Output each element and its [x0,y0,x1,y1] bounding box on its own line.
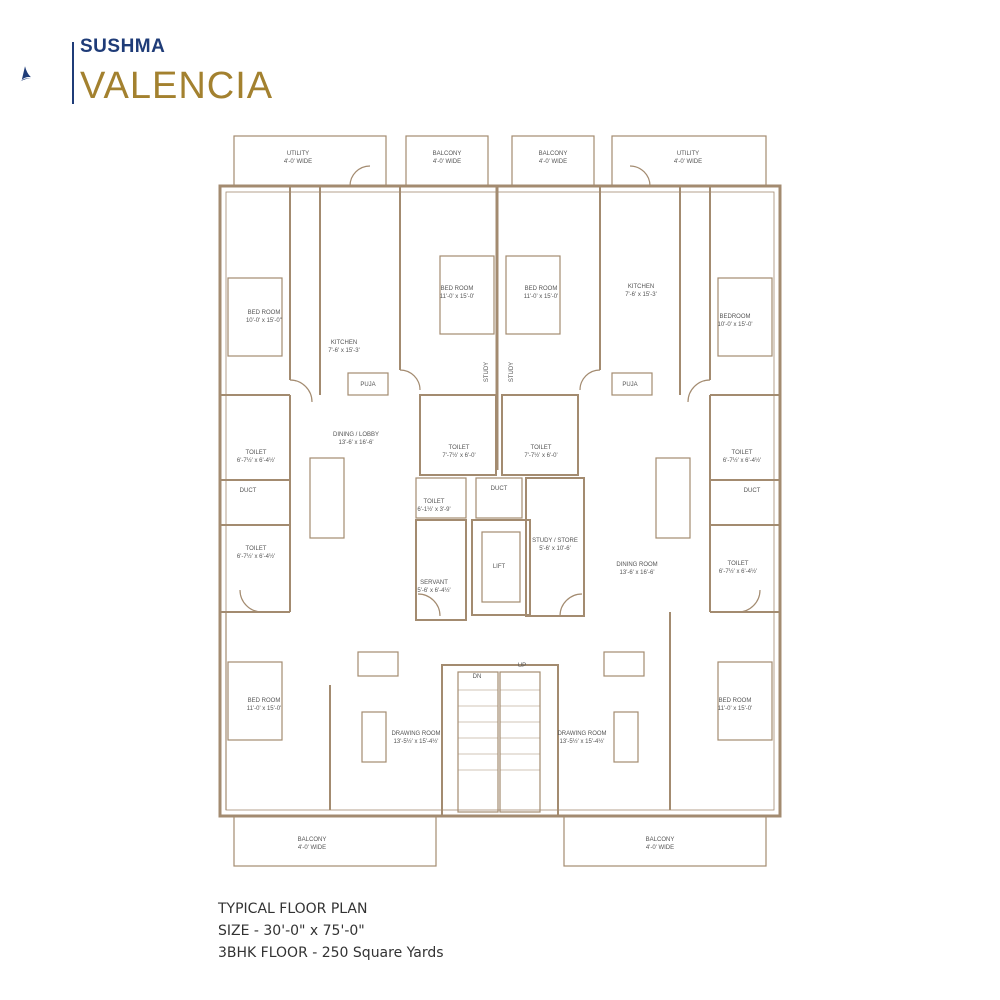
label-bedroom-tc-r: BED ROOM [525,286,558,292]
svg-text:11'-0' x 15'-0': 11'-0' x 15'-0' [718,706,753,712]
svg-text:7'-7½' x 6'-0': 7'-7½' x 6'-0' [524,452,557,459]
caption-size: SIZE - 30'-0" x 75'-0" [218,923,365,939]
logo-divider [72,42,74,104]
svg-text:4'-0' WIDE: 4'-0' WIDE [284,159,312,165]
label-dn: DN [473,674,482,680]
svg-text:7'-7½' x 6'-0': 7'-7½' x 6'-0' [442,452,475,459]
label-balcony-top-left: BALCONY [433,151,462,157]
label-bedroom-tl: BED ROOM [248,310,281,316]
label-study-store: STUDY / STORE [532,538,578,544]
svg-text:4'-0' WIDE: 4'-0' WIDE [646,845,674,851]
label-toilet-r1: TOILET [732,450,753,456]
floor-plan: UTILITY 4'-0' WIDE BALCONY 4'-0' WIDE BA… [218,135,782,867]
label-dining-lobby: DINING / LOBBY [333,432,379,438]
svg-text:13'-5½' x 15'-4½': 13'-5½' x 15'-4½' [394,738,439,745]
label-bedroom-bl: BED ROOM [248,698,281,704]
svg-text:10'-0' x 15'-0': 10'-0' x 15'-0' [718,322,753,328]
label-drawing-r: DRAWING ROOM [557,731,606,737]
svg-text:4'-0' WIDE: 4'-0' WIDE [539,159,567,165]
label-bedroom-br: BED ROOM [719,698,752,704]
svg-text:6'-7½' x 6'-4½': 6'-7½' x 6'-4½' [723,457,761,464]
label-toilet-r2: TOILET [728,561,749,567]
label-balcony-top-right: BALCONY [539,151,568,157]
label-toilet-small: TOILET [424,499,445,505]
svg-text:13'-6' x 16'-6': 13'-6' x 16'-6' [620,570,655,576]
svg-text:6'-7½' x 6'-4½': 6'-7½' x 6'-4½' [237,553,275,560]
label-kitchen-r: KITCHEN [628,284,654,290]
label-bedroom-tc-l: BED ROOM [441,286,474,292]
label-puja-l: PUJA [360,382,375,388]
svg-text:6'-7½' x 6'-4½': 6'-7½' x 6'-4½' [719,568,757,575]
svg-text:4'-0' WIDE: 4'-0' WIDE [433,159,461,165]
label-toilet-c1: TOILET [449,445,470,451]
label-toilet-c2: TOILET [531,445,552,451]
label-up: UP [518,663,526,669]
label-duct-r: DUCT [744,488,761,494]
label-utility-right: UTILITY [677,151,699,157]
svg-text:11'-0' x 15'-0': 11'-0' x 15'-0' [524,294,559,300]
svg-text:7'-6' x 15'-3': 7'-6' x 15'-3' [328,348,360,354]
caption-title: TYPICAL FLOOR PLAN [218,901,368,917]
label-servant: SERVANT [420,580,448,586]
svg-text:13'-5½' x 15'-4½': 13'-5½' x 15'-4½' [560,738,605,745]
plan-caption: TYPICAL FLOOR PLAN SIZE - 30'-0" x 75'-0… [218,898,444,964]
label-kitchen-l: KITCHEN [331,340,357,346]
label-balcony-bl: BALCONY [298,837,327,843]
svg-text:10'-0' x 15'-0'': 10'-0' x 15'-0'' [246,318,282,324]
label-drawing-l: DRAWING ROOM [391,731,440,737]
svg-text:6'-1½' x 3'-9': 6'-1½' x 3'-9' [417,506,450,513]
sail-logo-icon [20,66,31,82]
svg-text:7'-6' x 15'-3': 7'-6' x 15'-3' [625,292,657,298]
caption-type: 3BHK FLOOR - 250 Square Yards [218,945,444,961]
label-puja-r: PUJA [622,382,637,388]
label-lift: LIFT [493,564,506,570]
svg-text:4'-0' WIDE: 4'-0' WIDE [674,159,702,165]
label-duct-c: DUCT [491,486,508,492]
label-toilet-l1: TOILET [246,450,267,456]
label-bedroom-tr: BEDROOM [719,314,750,320]
label-dining-room: DINING ROOM [616,562,657,568]
label-study-r: STUDY [509,362,515,382]
brand-name-top: SUSHMA [80,36,166,57]
svg-text:11'-0' x 15'-0': 11'-0' x 15'-0' [247,706,282,712]
svg-text:6'-7½' x 6'-4½': 6'-7½' x 6'-4½' [237,457,275,464]
label-balcony-br: BALCONY [646,837,675,843]
svg-text:11'-0' x 15'-0': 11'-0' x 15'-0' [440,294,475,300]
label-toilet-l2: TOILET [246,546,267,552]
label-study-l: STUDY [484,362,490,382]
svg-text:5'-6' x 10'-6': 5'-6' x 10'-6' [539,546,571,552]
svg-text:5'-6' x 6'-4½': 5'-6' x 6'-4½' [417,587,450,594]
svg-text:4'-0' WIDE: 4'-0' WIDE [298,845,326,851]
label-utility-left: UTILITY [287,151,309,157]
label-duct-l: DUCT [240,488,257,494]
svg-text:13'-6' x 16'-6': 13'-6' x 16'-6' [339,440,374,446]
brand-name-bottom: VALENCIA [80,65,274,107]
